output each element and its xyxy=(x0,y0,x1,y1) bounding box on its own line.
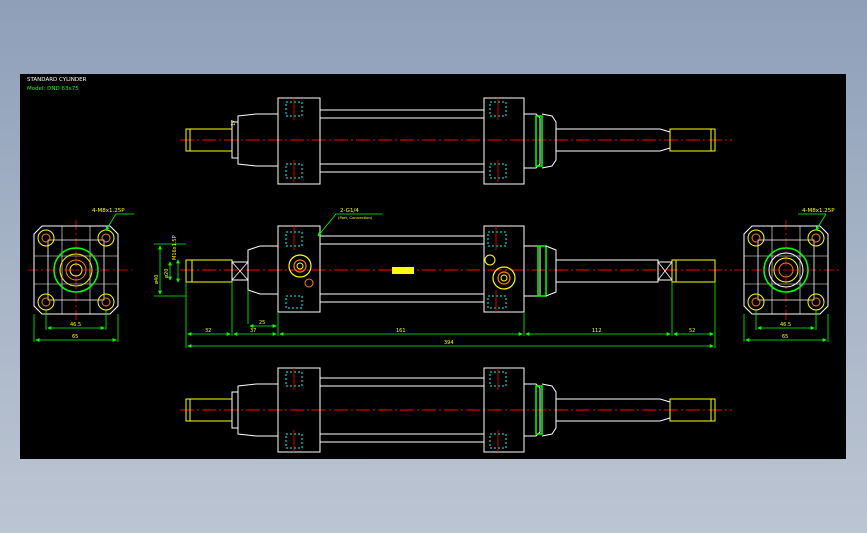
front-view-barrel xyxy=(319,235,485,303)
dim-thread: M16x1.5P xyxy=(172,235,178,260)
callout-left-bolts: 4-M8x1.25P xyxy=(92,208,125,214)
title-heading: STANDARD CYLINDER xyxy=(27,77,87,83)
dim-top-side: 17 xyxy=(231,120,237,126)
dim-left-outer: 65 xyxy=(72,334,78,340)
dim-bore-dia: ø40 xyxy=(154,275,160,284)
title-model: Model: DND 63x75 xyxy=(27,86,79,92)
front-view-flange-right xyxy=(483,225,525,313)
front-view: 2-G1/4 (Port, Connection) ø40 ø20 M16x1.… xyxy=(154,208,732,313)
bottom-view xyxy=(180,367,732,453)
left-end-view: 4-M8x1.25P 46.5 65 xyxy=(28,208,134,342)
front-view-rod-left xyxy=(185,259,233,283)
dim-112: 112 xyxy=(592,328,602,334)
dim-total: 394 xyxy=(444,340,454,346)
dim-rod-dia: ø20 xyxy=(164,269,170,278)
callout-right-bolts: 4-M8x1.25P xyxy=(802,208,835,214)
front-view-label-plate xyxy=(392,267,414,274)
front-view-rod-right xyxy=(671,259,716,283)
bottom-view-barrel xyxy=(319,377,485,443)
top-view: 17 xyxy=(180,97,732,185)
dim-32: 32 xyxy=(205,328,211,334)
dim-52: 52 xyxy=(689,328,695,334)
front-view-ports xyxy=(288,254,516,290)
dim-right-outer: 65 xyxy=(782,334,788,340)
dim-right-inner: 46.5 xyxy=(780,322,791,328)
dim-37: 37 xyxy=(250,328,256,334)
right-end-plate xyxy=(743,225,829,315)
top-view-barrel xyxy=(319,109,485,173)
top-view-flange-left xyxy=(277,97,321,185)
dim-25: 25 xyxy=(259,320,265,326)
callout-port: 2-G1/4 xyxy=(340,208,359,214)
bottom-view-rod-right xyxy=(669,398,716,422)
dimension-chain: 25 32 37 161 112 52 394 xyxy=(185,282,716,348)
dim-left-inner: 46.5 xyxy=(70,322,81,328)
callout-port-note: (Port, Connection) xyxy=(338,215,373,220)
cylinder-drawing: STANDARD CYLINDER Model: DND 63x75 xyxy=(27,77,840,453)
right-end-view: 4-M8x1.25P 46.5 65 xyxy=(734,208,840,342)
left-end-plate xyxy=(33,225,119,315)
dim-161: 161 xyxy=(396,328,406,334)
top-view-rod-right xyxy=(669,128,716,152)
cad-viewport[interactable]: STANDARD CYLINDER Model: DND 63x75 xyxy=(20,74,846,459)
